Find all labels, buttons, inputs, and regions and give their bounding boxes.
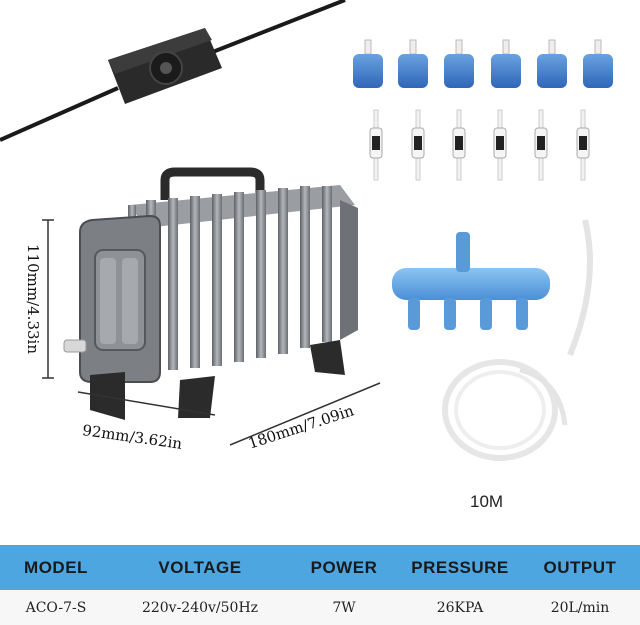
- value-power: 7W: [332, 599, 356, 616]
- product-illustration: [0, 0, 613, 461]
- height-dimension: 110mm/4.33in: [24, 244, 42, 354]
- value-pressure: 26KPA: [436, 599, 484, 616]
- header-voltage: VOLTAGE: [158, 557, 242, 577]
- spec-table-row: ACO-7-S 220v-240v/50Hz 7W 26KPA 20L/min: [0, 590, 640, 625]
- header-output: OUTPUT: [543, 557, 617, 577]
- value-voltage: 220v-240v/50Hz: [141, 599, 259, 616]
- air-stones: [353, 39, 613, 88]
- spec-table-header: MODEL VOLTAGE POWER PRESSURE OUTPUT: [0, 545, 640, 590]
- header-pressure: PRESSURE: [411, 557, 509, 577]
- value-model: ACO-7-S: [25, 599, 87, 616]
- air-manifold: [392, 232, 550, 330]
- air-pump: [63, 167, 358, 420]
- header-power: POWER: [310, 557, 378, 577]
- dimension-lines: [42, 219, 381, 446]
- product-image: 110mm/4.33in 92mm/3.62in 180mm/7.09in 10…: [0, 0, 613, 511]
- check-valves: [369, 109, 590, 181]
- air-tubing: [442, 219, 593, 461]
- value-output: 20L/min: [550, 599, 610, 616]
- spec-table: MODEL VOLTAGE POWER PRESSURE OUTPUT ACO-…: [0, 545, 640, 625]
- tubing-length-label: 10M: [470, 492, 504, 511]
- header-model: MODEL: [24, 557, 88, 577]
- cord-switch: [0, 0, 346, 142]
